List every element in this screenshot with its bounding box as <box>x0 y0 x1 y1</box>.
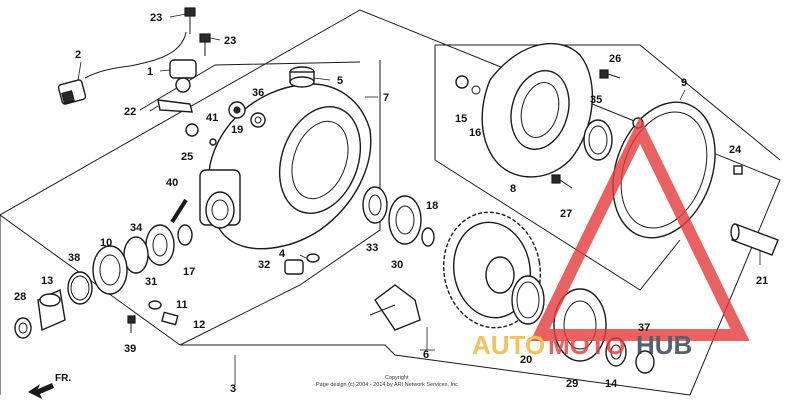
callout-21: 21 <box>756 275 768 287</box>
callout-27: 27 <box>560 208 572 220</box>
callout-40: 40 <box>166 177 178 189</box>
callout-9: 9 <box>681 77 687 89</box>
callout-19: 19 <box>231 124 243 136</box>
callout-labels: 1 2 3 4 5 6 7 8 9 10 11 12 13 14 15 16 1… <box>14 12 768 395</box>
sensor-cable-part <box>57 31 197 105</box>
callout-26: 26 <box>609 53 621 65</box>
callout-24: 24 <box>729 144 742 156</box>
callout-3: 3 <box>230 383 236 395</box>
seal-35-part <box>583 119 613 161</box>
leader-lines <box>77 13 761 385</box>
callout-13: 13 <box>41 275 53 287</box>
housing-8-part <box>481 42 594 178</box>
watermark-text-auto: AUTO <box>472 330 545 360</box>
callout-29: 29 <box>566 378 578 390</box>
callout-22: 22 <box>124 106 136 118</box>
callout-4: 4 <box>279 248 286 260</box>
callout-18: 18 <box>426 200 438 212</box>
callout-12: 12 <box>193 319 205 331</box>
front-direction-arrow: FR. <box>28 373 71 399</box>
bolt-23-parts <box>184 7 211 56</box>
callout-30: 30 <box>391 259 403 271</box>
callout-35: 35 <box>590 94 602 106</box>
callout-36: 36 <box>252 87 264 99</box>
callout-16: 16 <box>469 127 481 139</box>
seal-20-part <box>511 275 545 325</box>
watermark-text-moto: MOTO <box>548 330 626 360</box>
callout-20: 20 <box>520 354 532 366</box>
callout-17: 17 <box>183 266 195 278</box>
callout-7: 7 <box>383 92 389 104</box>
callout-23a: 23 <box>150 12 162 24</box>
bearing-14-37-parts <box>605 337 655 374</box>
callout-11: 11 <box>176 299 188 311</box>
callout-15: 15 <box>455 113 467 125</box>
callout-33: 33 <box>366 242 378 254</box>
callout-5: 5 <box>337 75 343 87</box>
stud-40-part <box>170 198 188 224</box>
small-fittings-parts <box>185 101 266 146</box>
watermark-text-hub: HUB <box>636 330 692 360</box>
bearing-29-part <box>553 288 607 362</box>
callout-41: 41 <box>206 112 218 124</box>
callout-8: 8 <box>510 183 516 195</box>
tube-21-part <box>730 223 779 256</box>
callout-37: 37 <box>638 322 650 334</box>
callout-6: 6 <box>423 349 429 361</box>
copyright-notice: Copyright Page design (c) 2004 - 2014 by… <box>316 375 460 388</box>
differential-case-part <box>199 83 372 250</box>
bracket-22-part <box>157 99 193 113</box>
callout-39: 39 <box>124 343 136 355</box>
center-bearing-group <box>284 186 435 275</box>
fastener-11-12-39-parts <box>127 300 179 333</box>
callout-32: 32 <box>258 259 270 271</box>
copyright-line-2: Page design (c) 2004 - 2014 by ARI Netwo… <box>316 382 460 388</box>
callout-14: 14 <box>605 378 618 390</box>
callout-28: 28 <box>14 291 26 303</box>
callout-1: 1 <box>147 66 153 78</box>
callout-2: 2 <box>75 49 81 61</box>
copyright-line-1: Copyright <box>385 375 409 381</box>
cap-5-part <box>289 66 315 88</box>
watermark-logo: AUTO MOTO HUB <box>472 116 750 360</box>
callout-23b: 23 <box>224 35 236 47</box>
callout-10: 10 <box>100 237 112 249</box>
callout-31: 31 <box>145 276 157 288</box>
callout-38: 38 <box>68 252 80 264</box>
callout-25: 25 <box>181 151 193 163</box>
left-bearing-group <box>14 224 193 339</box>
front-direction-label: FR. <box>55 373 71 384</box>
callout-34: 34 <box>130 222 143 234</box>
